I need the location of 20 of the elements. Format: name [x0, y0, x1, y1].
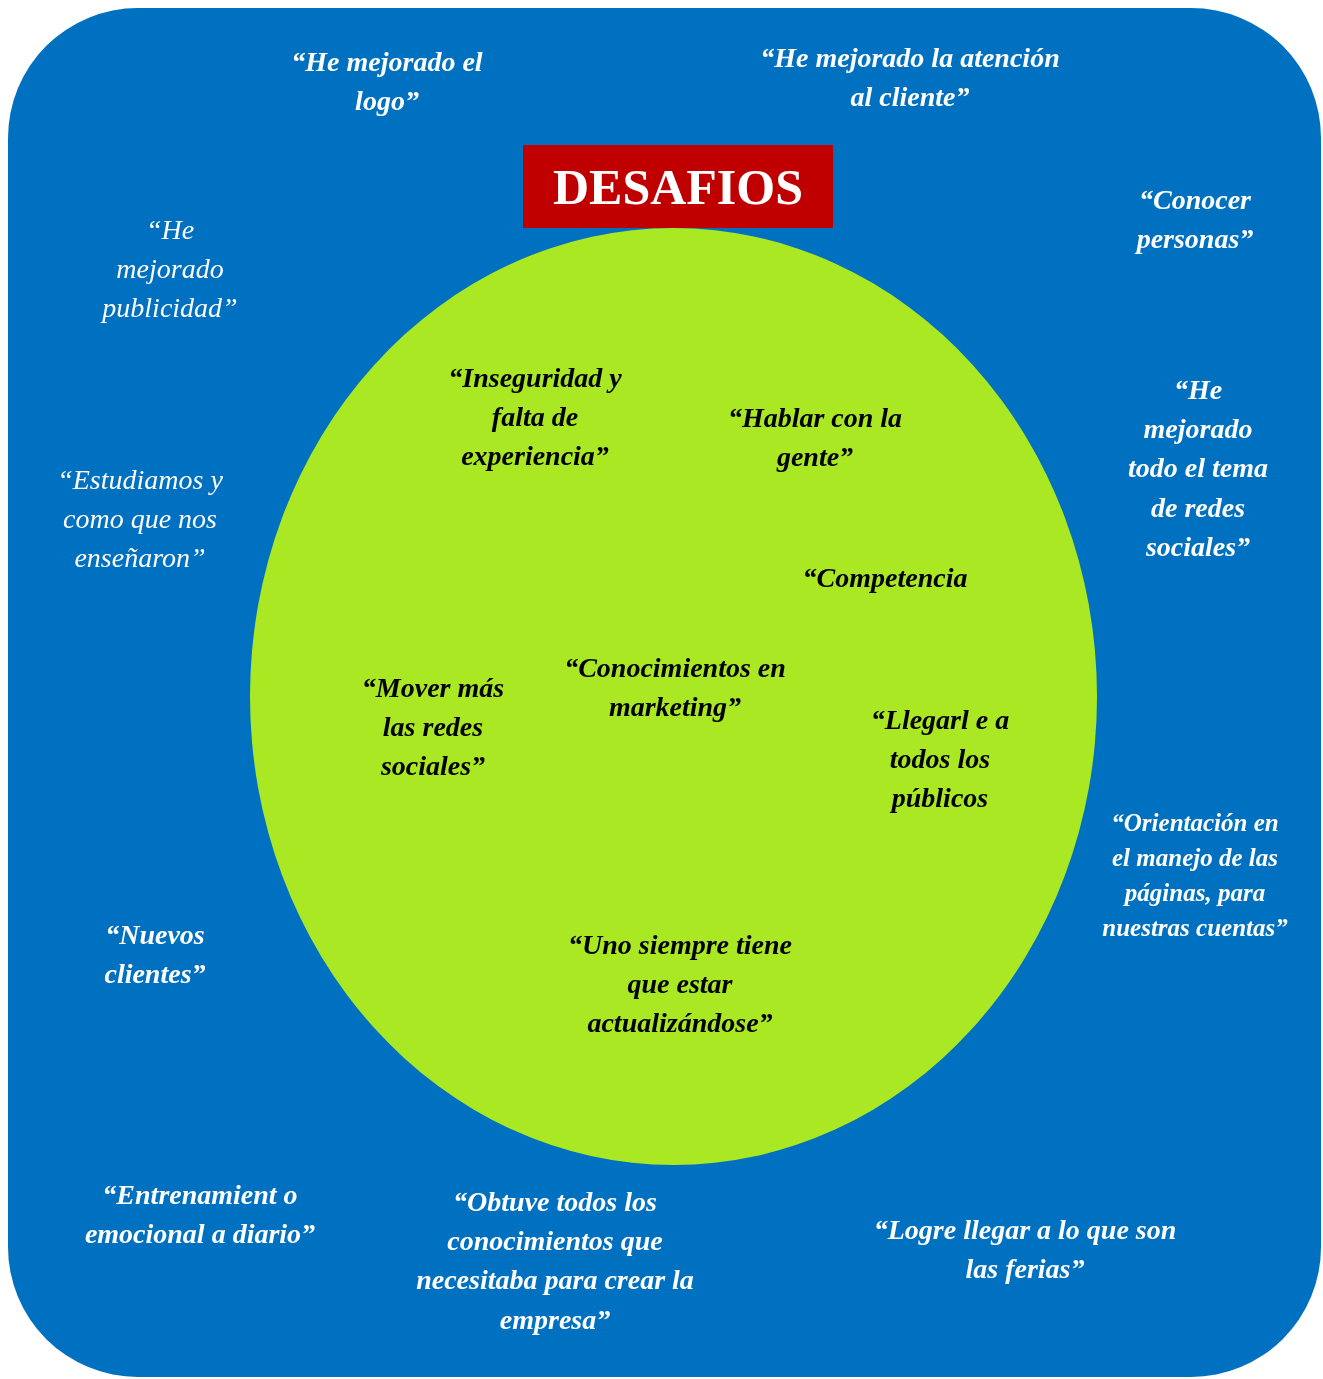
quote-text: “He mejorado todo el tema de redes sociales”	[1127, 373, 1269, 564]
rounded-panel	[8, 8, 1321, 1377]
quote-text: “He mejorado la atención al cliente”	[759, 41, 1061, 115]
quote-text: “Conocimientos en marketing”	[563, 651, 787, 725]
quote-text: “Orientación en el manejo de las páginas, para nuestras cuentas”	[1101, 808, 1289, 943]
quote-text: “Logre llegar a lo que son las ferias”	[872, 1213, 1178, 1287]
quote-text: “Conocer personas”	[1133, 183, 1255, 257]
quote-text: “Estudiamos y como que nos enseñaron”	[56, 463, 224, 576]
quote-text: “He mejorado el logo”	[290, 45, 484, 119]
quote-text: “Nuevos clientes”	[103, 918, 207, 992]
title-banner: DESAFIOS	[523, 145, 833, 228]
quote-text: “Competencia	[801, 561, 969, 595]
quote-text: “Mover más las redes sociales”	[360, 671, 506, 784]
quote-text: “Uno siempre tiene que estar actualizándose”	[567, 928, 793, 1041]
quote-text: “Hablar con la gente”	[726, 401, 904, 475]
quote-text: “Inseguridad y falta de experiencia”	[447, 361, 623, 474]
quote-text: “He mejorado publicidad”	[99, 213, 239, 326]
quote-text: “Entrenamient o emocional a diario”	[83, 1178, 317, 1252]
quote-text: “Obtuve todos los conocimientos que necesitaba para crear la empresa”	[415, 1185, 695, 1337]
quote-text: “Llegarl e a todos los públicos	[869, 703, 1011, 816]
